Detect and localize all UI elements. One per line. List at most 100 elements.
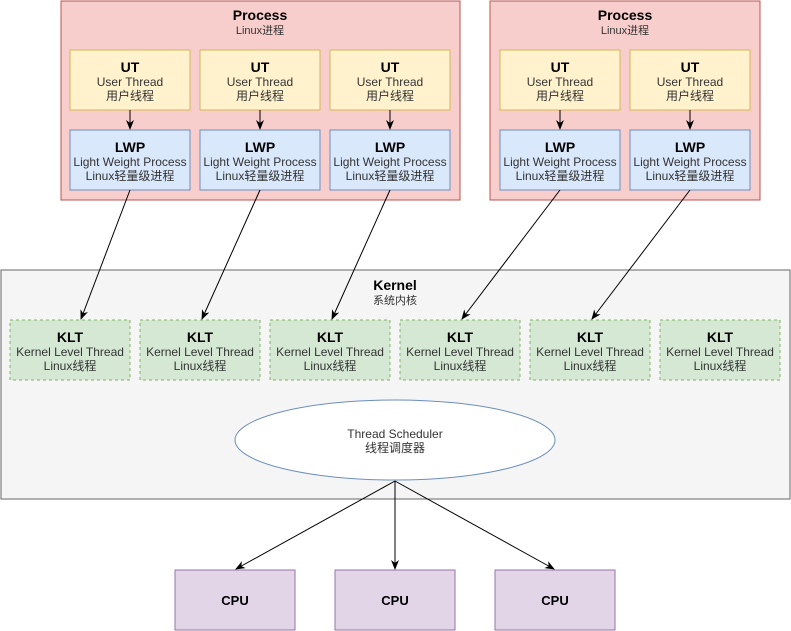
ut-title: UT	[681, 59, 700, 75]
klt-box: KLT Kernel Level Thread Linux线程	[659, 319, 781, 381]
lwp-title: LWP	[375, 139, 405, 155]
lwp-title: LWP	[245, 139, 275, 155]
ut-box: UT User Thread 用户线程	[499, 49, 621, 111]
thread-scheduler-label-cn: 线程调度器	[365, 440, 425, 455]
ut-label: User Thread	[97, 75, 163, 89]
ut-label-cn: 用户线程	[366, 88, 414, 103]
ut-box: UT User Thread 用户线程	[69, 49, 191, 111]
lwp-label: Light Weight Process	[503, 155, 616, 169]
lwp-box-background	[199, 129, 321, 191]
cpu-box-background	[494, 569, 616, 631]
klt-box-background	[529, 319, 651, 381]
klt-label: Kernel Level Thread	[536, 345, 644, 359]
kernel-subtitle: 系统内核	[373, 293, 417, 307]
lwp-box: LWP Light Weight Process Linux轻量级进程	[629, 129, 751, 191]
klt-box: KLT Kernel Level Thread Linux线程	[399, 319, 521, 381]
ut-box-background	[69, 49, 191, 111]
lwp-title: LWP	[115, 139, 145, 155]
lwp-box: LWP Light Weight Process Linux轻量级进程	[199, 129, 321, 191]
cpu-box: CPU	[334, 569, 456, 631]
lwp-to-klt-arrow	[80, 189, 131, 320]
klt-box: KLT Kernel Level Thread Linux线程	[269, 319, 391, 381]
kernel-box: Kernel 系统内核 KLT Kernel Level Thread Linu…	[0, 269, 791, 500]
ut-box-background	[199, 49, 321, 111]
ut-box: UT User Thread 用户线程	[199, 49, 321, 111]
lwp-label: Light Weight Process	[203, 155, 316, 169]
klt-label-cn: Linux线程	[304, 358, 357, 373]
lwp-label: Light Weight Process	[633, 155, 746, 169]
ut-box: UT User Thread 用户线程	[329, 49, 451, 111]
cpu-box: CPU	[494, 569, 616, 631]
lwp-label: Light Weight Process	[73, 155, 186, 169]
klt-label: Kernel Level Thread	[16, 345, 124, 359]
klt-box: KLT Kernel Level Thread Linux线程	[139, 319, 261, 381]
lwp-label-cn: Linux轻量级进程	[86, 168, 175, 183]
klt-label: Kernel Level Thread	[666, 345, 774, 359]
klt-title: KLT	[447, 329, 474, 345]
klt-title: KLT	[57, 329, 84, 345]
klt-label-cn: Linux线程	[564, 358, 617, 373]
ut-box-background	[329, 49, 451, 111]
thread-scheduler-label: Thread Scheduler	[347, 427, 442, 441]
lwp-box: LWP Light Weight Process Linux轻量级进程	[329, 129, 451, 191]
ut-label: User Thread	[657, 75, 723, 89]
lwp-label-cn: Linux轻量级进程	[646, 168, 735, 183]
lwp-title: LWP	[675, 139, 705, 155]
ut-title: UT	[121, 59, 140, 75]
lwp-label-cn: Linux轻量级进程	[346, 168, 435, 183]
cpu-label: CPU	[381, 593, 408, 608]
connector-arrows	[80, 110, 694, 570]
ut-box-background	[629, 49, 751, 111]
lwp-to-klt-arrow	[461, 189, 561, 320]
process-box: Process Linux进程 UT User Thread 用户线程 UT U…	[60, 0, 461, 201]
thread-scheduler-ellipse	[234, 399, 556, 481]
klt-box-background	[399, 319, 521, 381]
ut-label-cn: 用户线程	[536, 88, 584, 103]
cpu-box: CPU	[174, 569, 296, 631]
klt-box: KLT Kernel Level Thread Linux线程	[529, 319, 651, 381]
lwp-box: LWP Light Weight Process Linux轻量级进程	[499, 129, 621, 191]
thread-scheduler: Thread Scheduler 线程调度器	[234, 399, 556, 481]
ut-label-cn: 用户线程	[106, 88, 154, 103]
ut-title: UT	[381, 59, 400, 75]
klt-box-background	[659, 319, 781, 381]
process-subtitle: Linux进程	[236, 24, 284, 37]
ut-label-cn: 用户线程	[236, 88, 284, 103]
ut-label: User Thread	[357, 75, 423, 89]
lwp-box-background	[69, 129, 191, 191]
klt-title: KLT	[577, 329, 604, 345]
ut-label: User Thread	[527, 75, 593, 89]
scheduler-to-cpu-arrow	[235, 480, 396, 570]
lwp-to-klt-arrow	[331, 189, 391, 320]
klt-label-cn: Linux线程	[434, 358, 487, 373]
klt-label-cn: Linux线程	[694, 358, 747, 373]
klt-title: KLT	[317, 329, 344, 345]
ut-box: UT User Thread 用户线程	[629, 49, 751, 111]
klt-box: KLT Kernel Level Thread Linux线程	[9, 319, 131, 381]
klt-label-cn: Linux线程	[174, 358, 227, 373]
process-title: Process	[598, 7, 653, 23]
klt-box-background	[269, 319, 391, 381]
lwp-to-klt-arrow	[591, 189, 691, 320]
klt-label: Kernel Level Thread	[406, 345, 514, 359]
scheduler-to-cpu-arrow	[394, 480, 555, 570]
ut-label: User Thread	[227, 75, 293, 89]
process-subtitle: Linux进程	[601, 24, 649, 37]
klt-box-background	[139, 319, 261, 381]
klt-label-cn: Linux线程	[44, 358, 97, 373]
ut-title: UT	[251, 59, 270, 75]
lwp-label: Light Weight Process	[333, 155, 446, 169]
cpu-label: CPU	[541, 593, 568, 608]
process-box: Process Linux进程 UT User Thread 用户线程 UT U…	[489, 0, 761, 201]
process-title: Process	[233, 7, 288, 23]
kernel-title: Kernel	[373, 277, 417, 293]
lwp-box-background	[629, 129, 751, 191]
lwp-to-klt-arrow	[201, 189, 261, 320]
lwp-title: LWP	[545, 139, 575, 155]
cpu-box-background	[174, 569, 296, 631]
klt-label: Kernel Level Thread	[276, 345, 384, 359]
klt-box-background	[9, 319, 131, 381]
lwp-label-cn: Linux轻量级进程	[516, 168, 605, 183]
cpu-label: CPU	[221, 593, 248, 608]
